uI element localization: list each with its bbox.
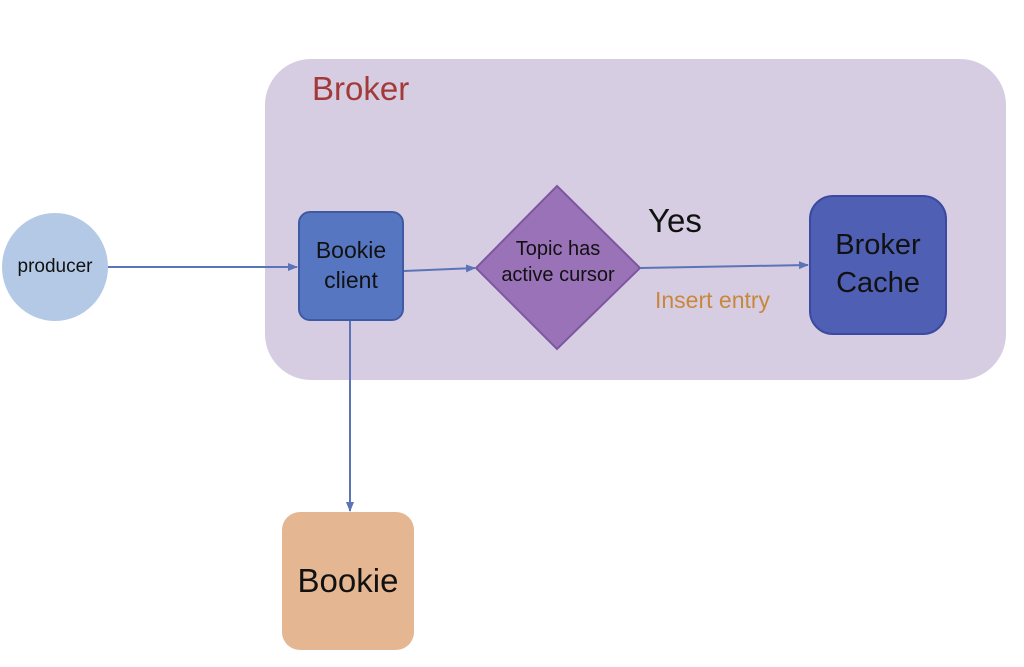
arrow-bookie-client-to-decision xyxy=(403,264,476,273)
bookie-node: Bookie xyxy=(282,512,414,650)
bookie-client-node: Bookie client xyxy=(298,211,404,321)
decision-diamond xyxy=(474,184,642,351)
producer-label: producer xyxy=(17,256,93,277)
decision-label: Topic has active cursor xyxy=(501,238,615,286)
insert-entry-label: Insert entry xyxy=(655,287,771,313)
broker-title: Broker xyxy=(312,70,410,107)
bookie-label: Bookie xyxy=(297,562,399,599)
broker-cache-node: Broker Cache xyxy=(809,195,947,335)
bookie-client-label: Bookie client xyxy=(315,237,387,293)
arrow-decision-to-broker-cache xyxy=(639,261,809,270)
producer-node: producer xyxy=(2,213,108,321)
broker-cache-label: Broker Cache xyxy=(835,229,921,299)
yes-label: Yes xyxy=(648,202,702,239)
